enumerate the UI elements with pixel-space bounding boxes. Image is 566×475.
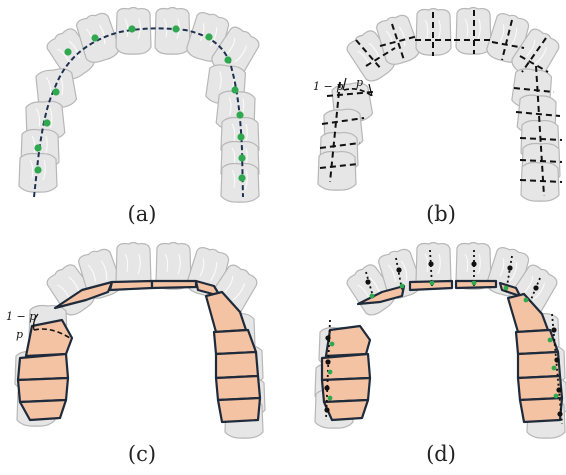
label-p-c: p (16, 328, 23, 341)
panel-a (19, 8, 263, 203)
panel-c: 1 − p p (6, 243, 265, 439)
caption-d: (d) (411, 442, 471, 466)
label-one-minus-p-b: 1 − p (313, 80, 343, 93)
panel-b-teeth (318, 8, 563, 202)
panel-d (315, 243, 566, 439)
panel-a-teeth (19, 8, 263, 203)
caption-c: (c) (112, 442, 172, 466)
caption-a: (a) (112, 202, 172, 226)
panel-b: 1 − p p (313, 8, 563, 202)
label-p-b: p (356, 76, 363, 89)
label-one-minus-p-c: 1 − p (6, 310, 36, 323)
caption-b: (b) (411, 202, 471, 226)
panel-c-segments (18, 281, 260, 422)
